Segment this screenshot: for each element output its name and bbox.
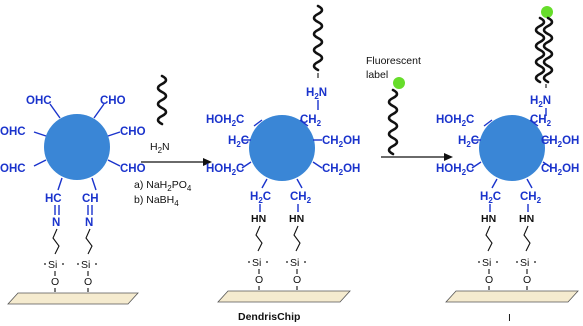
group-o: O xyxy=(523,274,531,286)
oligo-strand xyxy=(542,16,554,84)
group-cho: CHO xyxy=(120,163,146,175)
hybridized-strand xyxy=(534,16,546,84)
group-hoh2c: HOH2C xyxy=(436,163,474,177)
group-si: Si xyxy=(48,259,57,271)
group-cho: CHO xyxy=(100,95,126,107)
group-hn: HN xyxy=(251,213,266,225)
group-ch2oh: CH2OH xyxy=(541,135,579,149)
group-ch2: CH2 xyxy=(530,114,552,128)
group-ch2: CH2 xyxy=(300,114,322,128)
group-si: Si xyxy=(252,257,261,269)
group-ch2: CH2 xyxy=(520,191,542,205)
group-ch2oh: CH2OH xyxy=(322,135,360,149)
group-ohc: OHC xyxy=(26,95,52,107)
dendrimer-sphere xyxy=(44,114,110,180)
group-ch: CH xyxy=(82,193,99,205)
fluorophore-dot xyxy=(393,77,405,89)
dendrimer-sphere xyxy=(479,115,545,181)
group-hoh2c: HOH2C xyxy=(206,114,244,128)
stage-3-labelled-chip: H2N HOH2C CH2 H2C CH2OH HOH2C CH2OH H2C … xyxy=(436,6,579,324)
group-o: O xyxy=(51,276,59,288)
glass-slide xyxy=(445,290,579,303)
group-hoh2c: HOH2C xyxy=(436,114,474,128)
amine-link: H2N xyxy=(530,95,551,109)
group-h2c: H2C xyxy=(480,191,501,205)
group-h2c: H2C xyxy=(228,135,249,149)
group-n: N xyxy=(52,217,60,229)
group-h2c: H2C xyxy=(458,135,479,149)
group-o: O xyxy=(255,274,263,286)
caption-final: I xyxy=(508,312,511,324)
group-ch2: CH2 xyxy=(290,191,312,205)
group-si: Si xyxy=(290,257,299,269)
fluorescent-label-text-2: label xyxy=(366,69,388,81)
glass-slide xyxy=(7,292,139,305)
glass-slide xyxy=(217,290,351,303)
group-n: N xyxy=(85,217,93,229)
group-hc: HC xyxy=(45,193,62,205)
fluorescent-label-text-1: Fluorescent xyxy=(366,55,421,67)
group-si: Si xyxy=(520,257,529,269)
labelled-probe-strand xyxy=(387,88,399,156)
stage-2-dendrischip: H2N HOH2C CH2 H2C CH2OH HOH2C CH2OH H2C … xyxy=(206,4,360,323)
dendrimer-sphere xyxy=(249,115,315,181)
group-hoh2c: HOH2C xyxy=(206,163,244,177)
reaction-arrow-2: Fluorescent label xyxy=(366,55,453,161)
reaction-arrow-1: H2N a) NaH2PO4 b) NaBH4 xyxy=(134,74,212,208)
group-hn: HN xyxy=(481,213,496,225)
group-cho: CHO xyxy=(120,126,146,138)
group-ch2oh: CH2OH xyxy=(322,163,360,177)
group-h2c: H2C xyxy=(250,191,271,205)
group-hn: HN xyxy=(519,213,534,225)
oligo-strand xyxy=(312,4,324,72)
group-ohc: OHC xyxy=(0,126,26,138)
group-si: Si xyxy=(81,259,90,271)
group-hn: HN xyxy=(289,213,304,225)
group-ch2oh: CH2OH xyxy=(541,163,579,177)
group-o: O xyxy=(293,274,301,286)
stage-1-aldehyde-chip: OHC CHO OHC CHO OHC CHO HC CH N N Si Si … xyxy=(0,95,146,305)
group-o: O xyxy=(485,274,493,286)
fluorophore-dot xyxy=(541,6,553,18)
amine-link: H2N xyxy=(306,87,327,101)
reagent-a: a) NaH2PO4 xyxy=(134,179,192,193)
group-o: O xyxy=(84,276,92,288)
oligo-strand xyxy=(156,74,168,126)
group-ohc: OHC xyxy=(0,163,26,175)
caption-dendrischip: DendrisChip xyxy=(238,311,300,323)
reagent-b: b) NaBH4 xyxy=(134,194,179,208)
amine-h2n: H2N xyxy=(150,141,170,155)
group-si: Si xyxy=(482,257,491,269)
